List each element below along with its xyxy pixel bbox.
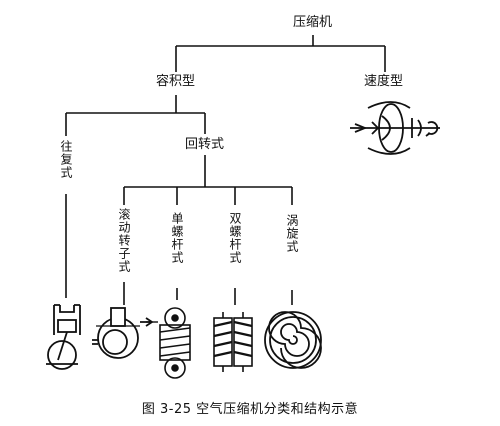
twin-screw-icon bbox=[213, 312, 253, 372]
dynamic-compressor-icon bbox=[350, 101, 440, 155]
figure-caption: 图 3-25 空气压缩机分类和结构示意 bbox=[141, 402, 359, 417]
scroll-icon bbox=[264, 311, 322, 369]
root-label: 压缩机 bbox=[293, 15, 333, 30]
rotary-label: 回转式 bbox=[185, 137, 225, 152]
single-screw-label: 单螺杆式 bbox=[170, 212, 184, 264]
single-screw-icon bbox=[159, 307, 191, 379]
rolling-rotor-icon bbox=[92, 307, 154, 359]
dynamic-label: 速度型 bbox=[364, 74, 404, 89]
reciprocating-label: 往复式 bbox=[59, 140, 73, 179]
scroll-label: 涡旋式 bbox=[285, 214, 299, 253]
positive-displacement-label: 容积型 bbox=[156, 74, 196, 89]
rolling-rotor-label: 滚动转子式 bbox=[117, 208, 131, 273]
twin-screw-label: 双螺杆式 bbox=[228, 212, 242, 264]
piston-icon bbox=[46, 304, 81, 370]
